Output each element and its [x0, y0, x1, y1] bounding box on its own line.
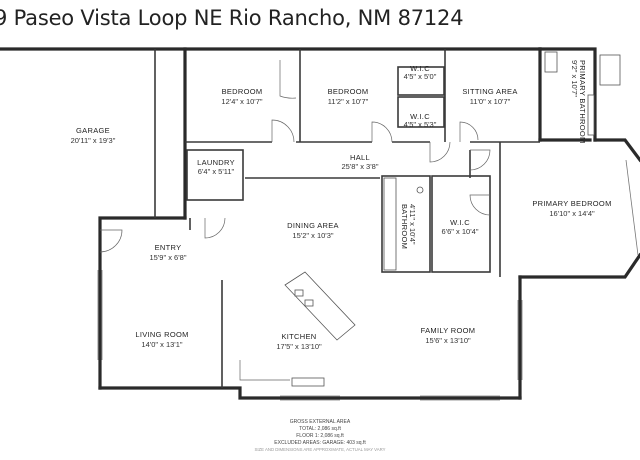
label-wic-1: W.I.C	[410, 64, 430, 73]
interior-walls	[154, 49, 540, 388]
svg-text:SIZE AND DIMENSIONS ARE APPROX: SIZE AND DIMENSIONS ARE APPROXIMATE, ACT…	[254, 447, 385, 452]
stove-icon	[291, 377, 325, 387]
label-hall: HALL	[350, 153, 370, 162]
svg-text:GROSS EXTERNAL AREA: GROSS EXTERNAL AREA	[290, 419, 351, 425]
room-labels: GARAGE 20'11" x 19'3" BEDROOM 12'4" x 10…	[71, 60, 612, 351]
shower-icon	[599, 54, 621, 86]
address-title: 9 Paseo Vista Loop NE Rio Rancho, NM 871…	[0, 6, 464, 30]
label-bedroom-2: BEDROOM	[328, 87, 369, 96]
label-kitchen: KITCHEN	[281, 332, 316, 341]
svg-text:15'6" x 13'10": 15'6" x 13'10"	[425, 336, 471, 345]
svg-text:12'4" x 10'7": 12'4" x 10'7"	[221, 97, 262, 106]
label-wic-3: W.I.C	[450, 218, 470, 227]
svg-text:9'2" x 10'7": 9'2" x 10'7"	[570, 60, 579, 97]
svg-text:4'5" x 5'3": 4'5" x 5'3"	[404, 120, 437, 129]
svg-text:15'9" x 6'8": 15'9" x 6'8"	[150, 253, 187, 262]
area-notes: GROSS EXTERNAL AREA TOTAL: 2,086 sq.ft F…	[254, 419, 385, 452]
svg-text:20'11" x 19'3": 20'11" x 19'3"	[71, 136, 116, 145]
fixtures	[239, 51, 621, 387]
door-swings	[99, 60, 491, 253]
svg-text:11'2" x 10'7": 11'2" x 10'7"	[328, 97, 369, 106]
label-sitting-area: SITTING AREA	[462, 87, 517, 96]
sink-icon	[294, 289, 304, 297]
svg-text:11'0" x 10'7": 11'0" x 10'7"	[470, 97, 511, 106]
label-laundry: LAUNDRY	[197, 158, 235, 167]
svg-text:6'6" x 10'4": 6'6" x 10'4"	[442, 227, 479, 236]
exterior-walls	[0, 47, 640, 400]
label-family-room: FAMILY ROOM	[421, 326, 476, 335]
svg-text:25'8" x 3'8": 25'8" x 3'8"	[342, 162, 379, 171]
svg-text:14'0" x 13'1": 14'0" x 13'1"	[141, 340, 182, 349]
svg-text:4'5" x 5'0": 4'5" x 5'0"	[404, 72, 437, 81]
svg-text:16'10" x 14'4": 16'10" x 14'4"	[549, 209, 595, 218]
label-bathroom: BATHROOM	[400, 204, 409, 249]
bathtub-icon	[383, 177, 397, 271]
label-wic-2: W.I.C	[410, 112, 430, 121]
svg-text:FLOOR 1: 2,086 sq.ft: FLOOR 1: 2,086 sq.ft	[296, 433, 344, 439]
label-dining-area: DINING AREA	[287, 221, 339, 230]
svg-text:EXCLUDED AREAS: GARAGE: 403 sq: EXCLUDED AREAS: GARAGE: 403 sq.ft	[274, 440, 366, 446]
label-primary-bedroom: PRIMARY BEDROOM	[532, 199, 611, 208]
toilet-icon-2	[544, 51, 558, 73]
svg-text:4'11" x 10'4": 4'11" x 10'4"	[408, 204, 417, 245]
toilet-icon	[416, 186, 424, 194]
svg-text:15'2" x 10'3": 15'2" x 10'3"	[292, 231, 333, 240]
svg-text:TOTAL: 2,086 sq.ft: TOTAL: 2,086 sq.ft	[299, 426, 341, 432]
kitchen-island	[284, 271, 356, 341]
label-bedroom-1: BEDROOM	[222, 87, 263, 96]
windows	[97, 159, 639, 401]
label-garage: GARAGE	[76, 126, 110, 135]
label-primary-bathroom: PRIMARY BATHROOM	[578, 60, 587, 144]
vanity-icon	[587, 94, 595, 136]
svg-text:6'4" x 5'11": 6'4" x 5'11"	[198, 167, 235, 176]
label-entry: ENTRY	[155, 243, 182, 252]
svg-text:17'5" x 13'10": 17'5" x 13'10"	[276, 342, 322, 351]
label-living-room: LIVING ROOM	[135, 330, 188, 339]
